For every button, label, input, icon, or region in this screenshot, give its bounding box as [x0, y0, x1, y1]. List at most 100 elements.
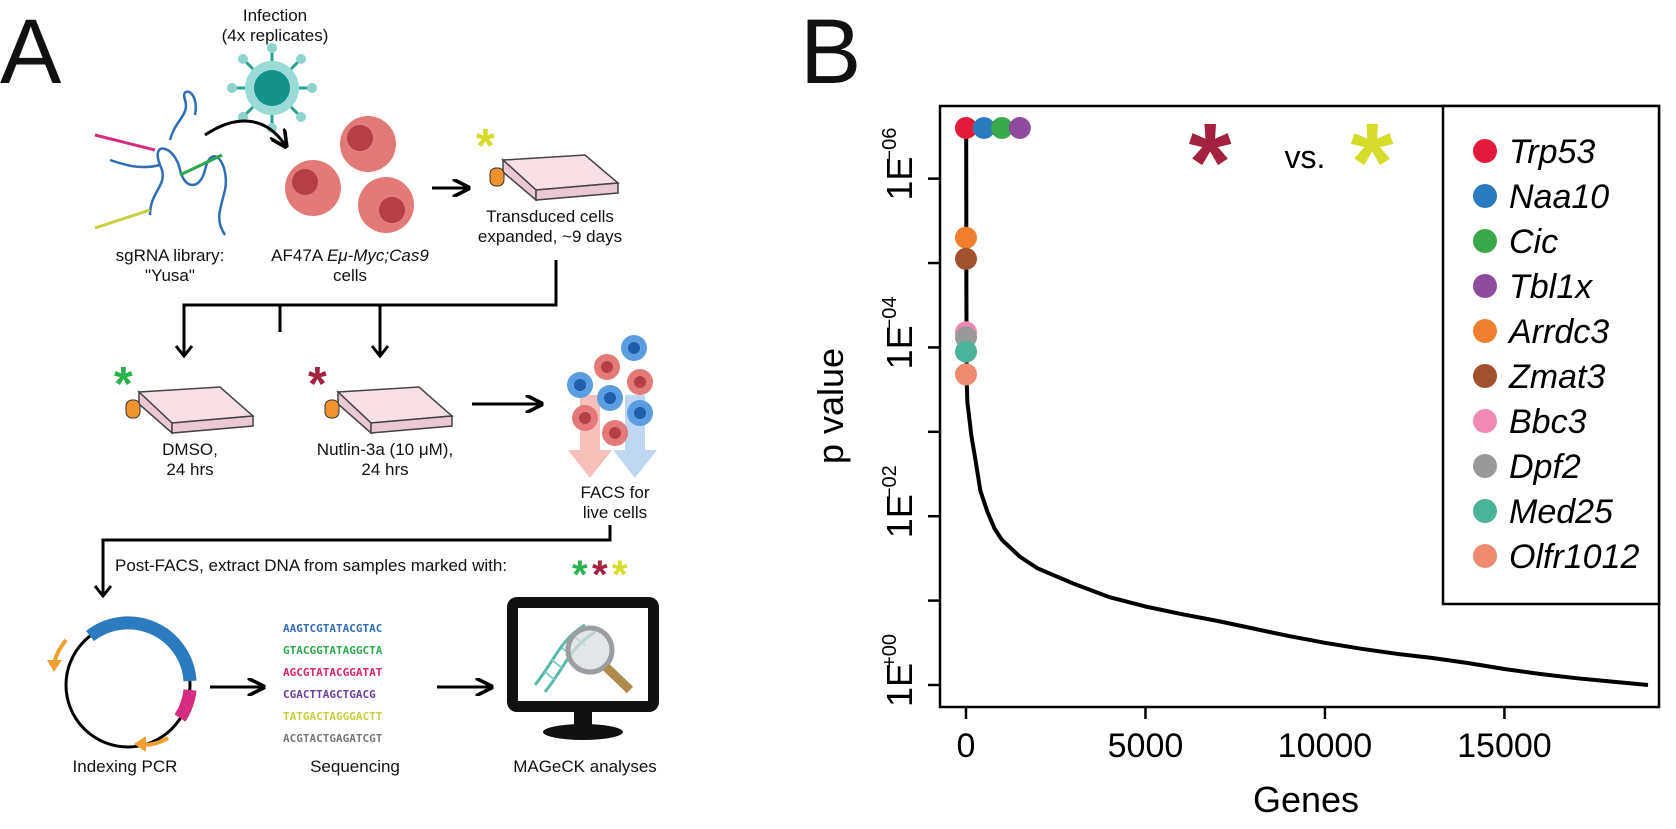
- infection-label-line2: (4x replicates): [221, 26, 329, 45]
- dmso-label-line1: DMSO,: [162, 440, 218, 459]
- panel-a-illustration: * * *: [47, 43, 659, 752]
- y-tick-label: 1E−06: [879, 128, 920, 201]
- nutlin-label-line2: 24 hrs: [361, 460, 409, 479]
- panel-a-letter: A: [0, 1, 62, 103]
- infection-label: Infection (4x replicates): [180, 6, 370, 46]
- x-tick-label: 0: [957, 727, 976, 765]
- star-green-dmso: *: [114, 358, 133, 411]
- y-tick-label: 1E−02: [879, 465, 920, 538]
- x-axis-label: Genes: [1253, 779, 1359, 820]
- comparison-star-yellow: *: [1351, 101, 1394, 224]
- y-tick-label: 1E+00: [879, 634, 920, 707]
- sequence-line: ACGTACTGAGATCGT: [283, 732, 383, 745]
- y-tick-label-exponent: +00: [879, 634, 901, 668]
- star-trio-yellow: *: [612, 553, 628, 597]
- facs-label-line2: live cells: [582, 503, 648, 522]
- y-tick-label-text: 1E: [879, 325, 920, 369]
- legend-label: Dpf2: [1509, 448, 1581, 486]
- gene-point-tbl1x: [1008, 117, 1031, 139]
- transduced-label: Transduced cells expanded, ~9 days: [450, 207, 650, 247]
- y-tick-label-exponent: −02: [879, 465, 901, 499]
- y-tick-label-exponent: −04: [879, 296, 901, 330]
- infection-label-line1: Infection: [242, 6, 308, 25]
- sgrna-library-label-line1: sgRNA library:: [115, 246, 225, 265]
- legend-items: Trp53Naa10CicTbl1xArrdc3Zmat3Bbc3Dpf2Med…: [1473, 133, 1639, 576]
- sequence-line: GTACGGTATAGGCTA: [283, 644, 383, 657]
- y-tick-label: 1E−04: [879, 296, 920, 369]
- highlighted-gene-points: [955, 117, 1031, 386]
- monitor-icon: [507, 597, 659, 740]
- nutlin-label-line1: Nutlin-3a (10 μM),: [316, 440, 454, 459]
- sequencing-label: Sequencing: [310, 757, 400, 776]
- facs-icon: [567, 335, 657, 478]
- legend-swatch: [1473, 139, 1497, 163]
- legend-swatch: [1473, 409, 1497, 433]
- y-tick-label-text: 1E: [879, 663, 920, 707]
- legend-swatch: [1473, 499, 1497, 523]
- sequence-line: AAGTCGTATACGTAC: [283, 622, 383, 635]
- library-to-cells-arrow: [204, 119, 285, 145]
- star-yellow-top: *: [476, 120, 495, 173]
- flask-transduced-icon: [489, 154, 620, 202]
- legend-swatch: [1473, 319, 1497, 343]
- sgrna-library-label: sgRNA library: "Yusa": [70, 246, 270, 286]
- sequence-line: CGACTTAGCTGACG: [283, 688, 376, 701]
- gene-point-med25: [955, 340, 977, 363]
- y-tick-label-text: 1E: [879, 494, 920, 538]
- facs-to-pcr-connector: [101, 525, 612, 594]
- mageck-label: MAGeCK analyses: [513, 757, 657, 776]
- star-red-nutlin: *: [308, 358, 327, 411]
- x-tick-label: 5000: [1108, 727, 1184, 765]
- sequence-line: AGCGTATACGGATAT: [283, 666, 383, 679]
- cells-label: AF47A Eμ-Myc;Cas9 cells: [240, 246, 460, 286]
- y-tick-label-exponent: −06: [879, 128, 901, 162]
- sgrna-library-icon: [94, 90, 228, 236]
- legend-swatch: [1473, 184, 1497, 208]
- legend-swatch: [1473, 544, 1497, 568]
- facs-label-line1: FACS for: [580, 483, 650, 502]
- sequence-line: TATGACTAGGGACTT: [283, 710, 383, 723]
- legend-label: Olfr1012: [1509, 538, 1639, 576]
- plasmid-icon: [47, 616, 197, 752]
- star-trio-green: *: [572, 553, 588, 597]
- transduced-label-line1: Transduced cells: [486, 207, 614, 226]
- virus-icon: [227, 43, 317, 133]
- gene-point-zmat3: [955, 247, 977, 270]
- gene-point-trp53: [955, 117, 977, 139]
- nutlin-label: Nutlin-3a (10 μM), 24 hrs: [290, 440, 480, 480]
- legend-swatch: [1473, 454, 1497, 478]
- gene-point-naa10: [972, 117, 995, 139]
- flask-dmso-icon: [125, 386, 255, 435]
- comparison-vs: vs.: [1285, 139, 1326, 175]
- legend-label: Zmat3: [1508, 358, 1605, 396]
- gene-point-olfr1012: [955, 363, 977, 386]
- legend-swatch: [1473, 229, 1497, 253]
- split-arrow: [182, 260, 558, 354]
- gene-rank-curve: [964, 127, 1649, 687]
- dmso-label: DMSO, 24 hrs: [110, 440, 270, 480]
- legend-label: Med25: [1509, 493, 1613, 531]
- legend-label: Bbc3: [1509, 403, 1587, 441]
- comparison-star-red: *: [1189, 101, 1232, 224]
- y-axis-label: p value: [810, 348, 851, 464]
- cells-label-prefix: AF47A: [271, 246, 327, 265]
- sgrna-library-label-line2: "Yusa": [145, 266, 195, 285]
- legend-swatch: [1473, 274, 1497, 298]
- dmso-label-line2: 24 hrs: [166, 460, 214, 479]
- legend-label: Arrdc3: [1507, 313, 1609, 351]
- legend-label: Naa10: [1509, 178, 1609, 216]
- transduced-label-line2: expanded, ~9 days: [477, 227, 623, 246]
- legend-label: Tbl1x: [1509, 268, 1593, 306]
- indexing-pcr-label: Indexing PCR: [72, 757, 178, 776]
- y-tick-label-text: 1E: [879, 157, 920, 201]
- lymphoma-cells-icon: [285, 116, 414, 233]
- gene-point-arrdc3: [955, 226, 977, 249]
- sequence-list: AAGTCGTATACGTAC GTACGGTATAGGCTA AGCGTATA…: [283, 618, 382, 750]
- legend-swatch: [1473, 364, 1497, 388]
- cells-label-line2: cells: [332, 266, 367, 285]
- legend-label: Cic: [1509, 223, 1558, 261]
- star-trio-red: *: [592, 553, 608, 597]
